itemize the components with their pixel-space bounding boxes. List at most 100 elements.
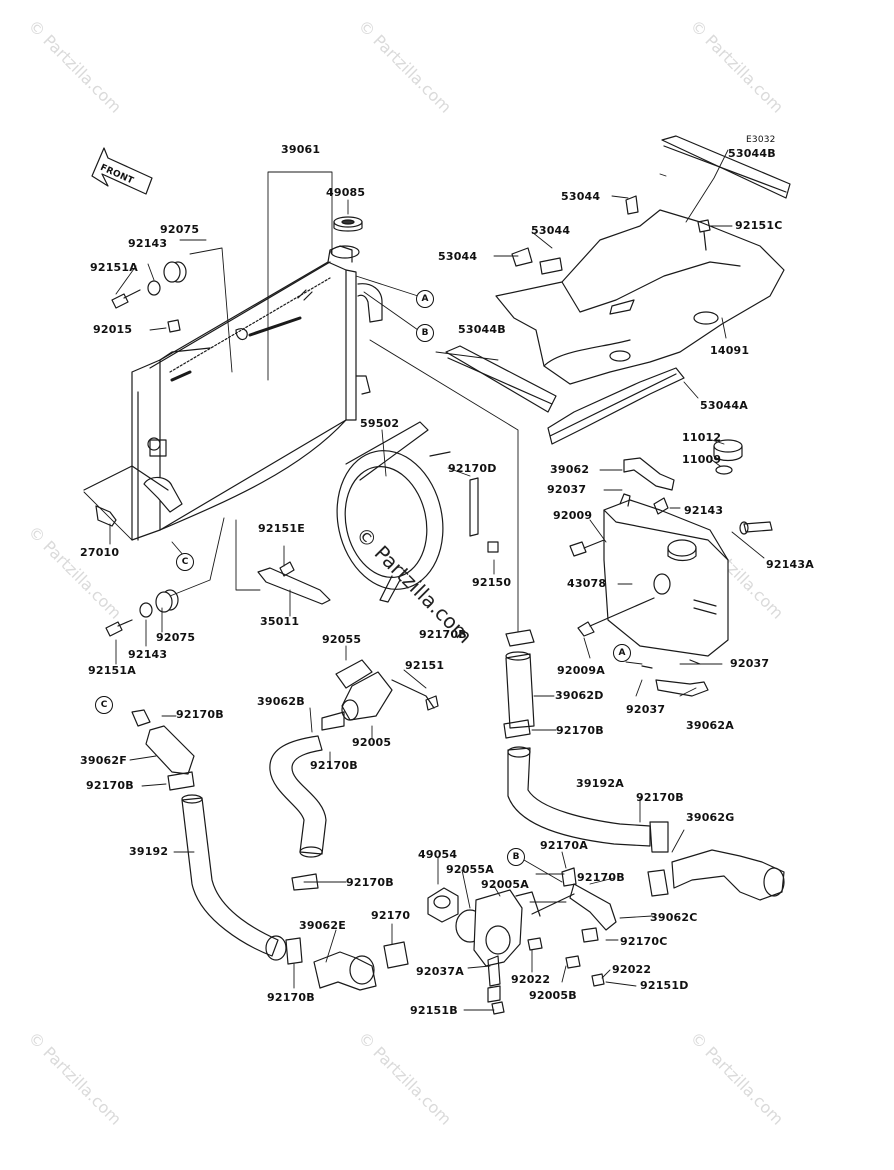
part-label: 92009 (553, 509, 593, 522)
part-label: 14091 (710, 344, 750, 357)
hose-icon (647, 849, 785, 901)
part-label: 27010 (80, 546, 120, 559)
part-label: 39062G (686, 811, 735, 824)
part-label: 92005 (352, 736, 392, 749)
part-label: 39192 (129, 845, 169, 858)
radiator-cap-icon (333, 216, 363, 232)
hose-icon (623, 457, 773, 535)
part-label: 39192A (576, 777, 624, 790)
thermostat-housing-icon (335, 659, 439, 721)
callout-a: A (416, 290, 434, 308)
part-label: 92170B (636, 791, 684, 804)
part-label: 53044B (458, 323, 506, 336)
part-label: 92170B (267, 991, 315, 1004)
part-label: 53044B (728, 147, 776, 160)
part-label: 92170B (86, 779, 134, 792)
part-label: 92015 (93, 323, 133, 336)
hose-icon (641, 659, 709, 697)
part-label: 39062 (550, 463, 590, 476)
part-label: 92009A (557, 664, 605, 677)
part-label: 49054 (418, 848, 458, 861)
callout-c: C (95, 696, 113, 714)
hose-icon (131, 709, 195, 791)
part-label: 92151A (90, 261, 138, 274)
part-label: 92143 (684, 504, 724, 517)
part-label: 39062A (686, 719, 734, 732)
part-label: 39062C (650, 911, 698, 924)
callout-a: A (613, 644, 631, 662)
seal-strip-icon (445, 135, 791, 445)
part-label: 92151B (410, 1004, 458, 1017)
part-label: 92170A (540, 839, 588, 852)
water-pump-icon (427, 867, 617, 1015)
part-label: 92037 (730, 657, 770, 670)
part-label: 92022 (612, 963, 652, 976)
part-label: 53044A (700, 399, 748, 412)
part-label: 35011 (260, 615, 300, 628)
hose-icon (507, 746, 669, 853)
part-label: 92170B (346, 876, 394, 889)
part-label: 92022 (511, 973, 551, 986)
grommet-icon (105, 261, 187, 637)
part-label: 92170B (556, 724, 604, 737)
part-label: 39062B (257, 695, 305, 708)
part-label: 92037 (547, 483, 587, 496)
part-label: 43078 (567, 577, 607, 590)
part-label: 92170B (577, 871, 625, 884)
callout-b: B (416, 324, 434, 342)
part-label: 92005B (529, 989, 577, 1002)
fan-icon (336, 421, 499, 603)
pipe-icon (181, 794, 303, 965)
part-label: 39062F (80, 754, 127, 767)
part-label: 53044 (531, 224, 571, 237)
diagram-code: E3032 (746, 135, 776, 145)
part-label: 92055 (322, 633, 362, 646)
part-label: 39062D (555, 689, 604, 702)
part-label: 92143 (128, 237, 168, 250)
part-label: 92170C (620, 935, 668, 948)
bolt-icon (697, 219, 711, 251)
front-arrow-icon (91, 147, 153, 195)
part-label: 92143A (766, 558, 814, 571)
part-label: 92075 (160, 223, 200, 236)
part-label: 92151D (640, 979, 689, 992)
hose-icon (269, 711, 345, 891)
part-label: 92151 (405, 659, 445, 672)
part-label: 92037 (626, 703, 666, 716)
part-label: 92151A (88, 664, 136, 677)
part-label: 53044 (438, 250, 478, 263)
part-label: 92151E (258, 522, 305, 535)
callout-b: B (507, 848, 525, 866)
part-label: 92151C (735, 219, 783, 232)
tank-cap-icon (713, 439, 743, 475)
part-label: 92055A (446, 863, 494, 876)
part-label: 92170 (371, 909, 411, 922)
hose-icon (503, 629, 535, 739)
part-label: 39062E (299, 919, 346, 932)
part-label: 92143 (128, 648, 168, 661)
part-label: 92037A (416, 965, 464, 978)
part-label: 11009 (682, 453, 722, 466)
part-label: 92075 (156, 631, 196, 644)
heat-shield-icon (495, 209, 785, 385)
part-label: 53044 (561, 190, 601, 203)
part-label: 92150 (472, 576, 512, 589)
callout-c: C (176, 553, 194, 571)
temperature-sensor-icon (83, 465, 169, 527)
hose-icon (313, 941, 409, 991)
part-label: 59502 (360, 417, 400, 430)
part-label: 92170D (448, 462, 497, 475)
bracket-icon (257, 561, 331, 605)
part-label: 92005A (481, 878, 529, 891)
bolt-icon (569, 539, 655, 637)
part-label: 92170B (176, 708, 224, 721)
part-label: 49085 (326, 186, 366, 199)
part-label: 11012 (682, 431, 722, 444)
part-label: 92170B (419, 628, 467, 641)
radiator-icon (131, 245, 383, 541)
reservoir-tank-icon (603, 493, 729, 657)
part-label: 92170B (310, 759, 358, 772)
part-label: 39061 (281, 143, 321, 156)
